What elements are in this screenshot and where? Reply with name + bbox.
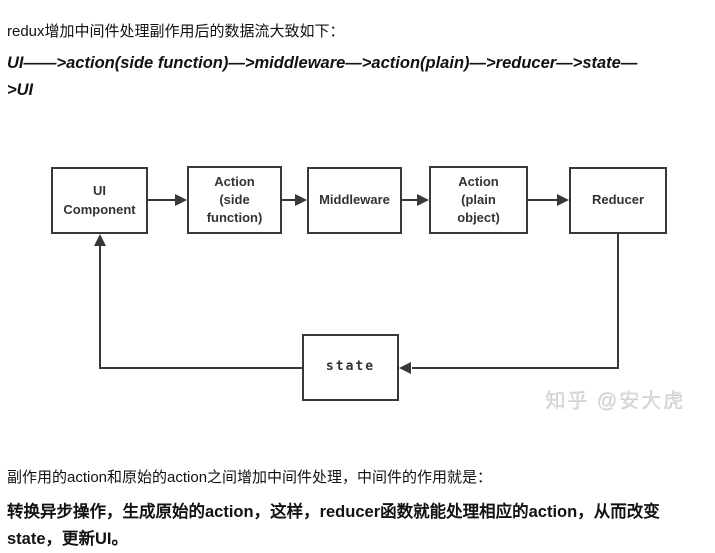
arrow-ui-to-action-side [148, 194, 187, 206]
arrow-state-to-ui [94, 234, 302, 369]
arrow-action-plain-to-reducer [528, 194, 569, 206]
conclusion-text: 转换异步操作，生成原始的action，这样，reducer函数就能处理相应的ac… [7, 499, 660, 553]
intro-text: redux增加中间件处理副作用后的数据流大致如下： [7, 23, 345, 40]
arrow-middleware-to-action-plain [402, 194, 429, 206]
conclusion-line1: 转换异步操作，生成原始的action，这样，reducer函数就能处理相应的ac… [7, 503, 660, 521]
conclusion-line2: state，更新UI。 [7, 530, 129, 548]
node-action-side-function: Action (side function) [187, 166, 282, 234]
flow-formula: UI——>action(side function)—>middleware—>… [7, 50, 637, 104]
node-reducer: Reducer [569, 167, 667, 234]
flow-arrows-layer [94, 194, 619, 374]
flow-formula-line1: UI——>action(side function)—>middleware—>… [7, 54, 638, 72]
explain-text: 副作用的action和原始的action之间增加中间件处理，中间件的作用就是： [7, 469, 493, 486]
redux-flow-diagram: UI Component Action (side function) Midd… [0, 120, 715, 430]
arrow-action-side-to-middleware [282, 194, 307, 206]
node-state: state [302, 334, 399, 401]
node-middleware: Middleware [307, 167, 402, 234]
flow-formula-line2: >UI [7, 81, 34, 99]
node-action-plain-object: Action (plain object) [429, 166, 528, 234]
arrow-reducer-to-state [399, 234, 619, 374]
node-ui-component: UI Component [51, 167, 148, 234]
zhihu-watermark: 知乎 @安大虎 [545, 390, 685, 412]
